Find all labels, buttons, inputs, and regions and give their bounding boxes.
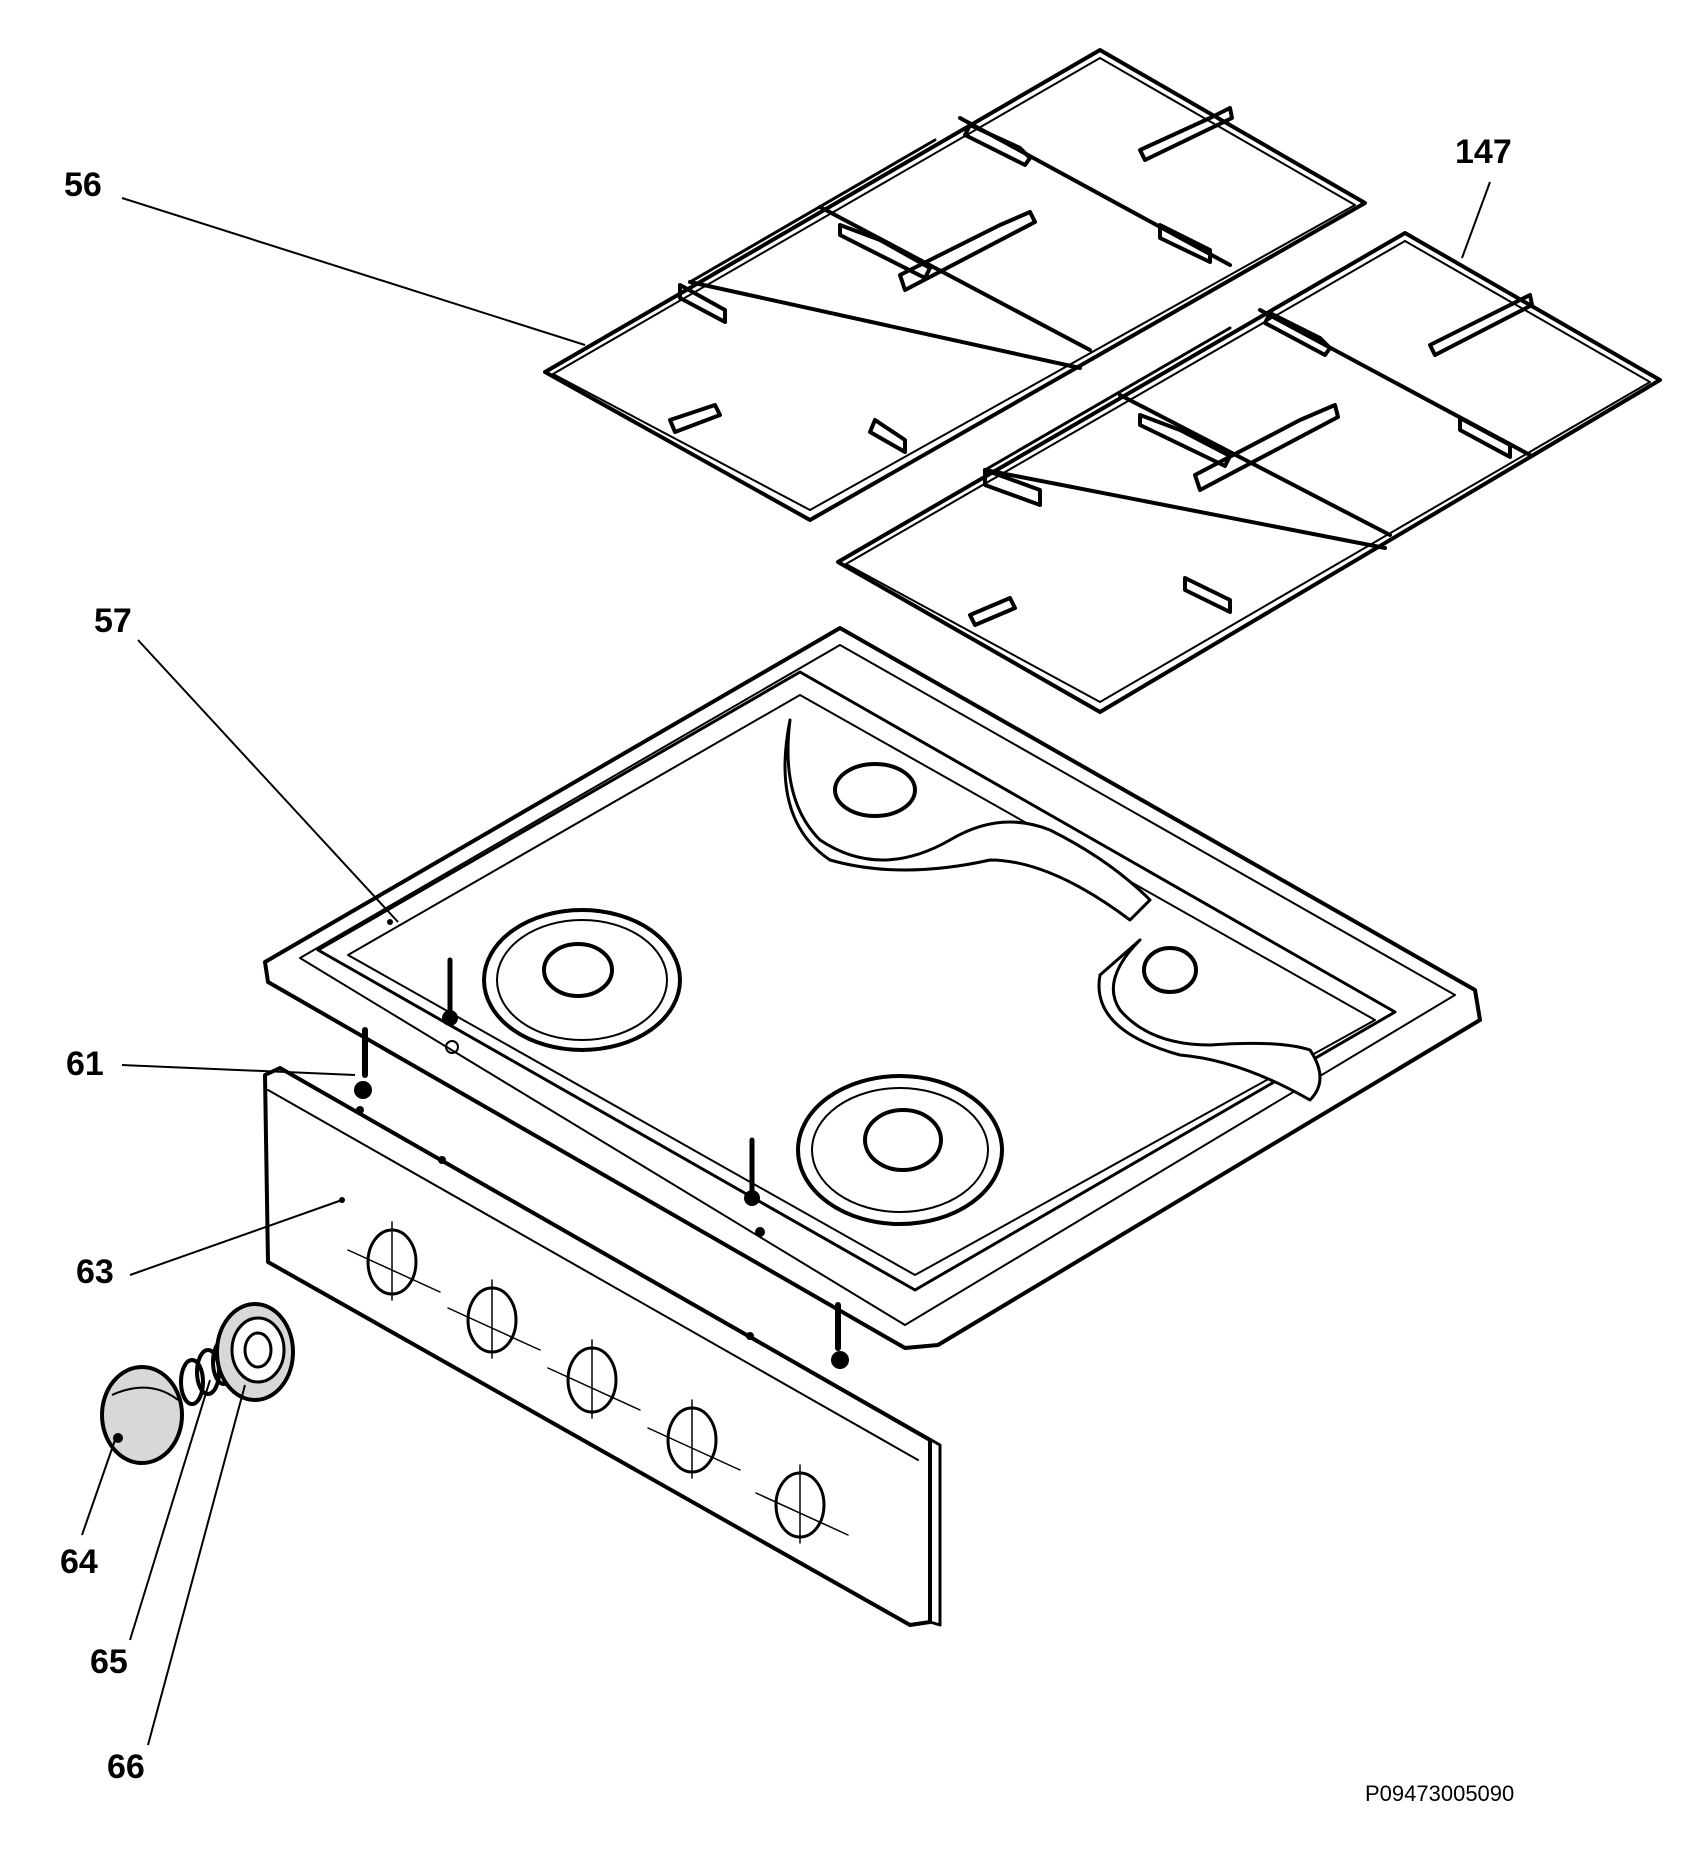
diagram-reference-code: P09473005090 [1365,1781,1515,1806]
leader-57 [137,639,399,923]
leader-56 [121,197,586,346]
label-part-57: 57 [94,602,132,640]
leader-66 [147,1384,246,1746]
leader-147 [1461,181,1491,259]
control-panel-63 [263,1066,942,1627]
screws-61 [354,1027,849,1369]
label-part-63: 63 [76,1253,114,1291]
knob-bezel-66 [215,1302,295,1402]
leader-64 [81,1439,116,1536]
leader-61 [121,1064,356,1076]
leader-65 [129,1379,211,1641]
leader-63 [129,1199,343,1276]
label-part-147: 147 [1455,133,1512,171]
control-knob-64 [100,1365,184,1465]
label-part-56: 56 [64,166,102,204]
pan-support-147 [836,231,1662,714]
leader-lines [81,181,1491,1746]
label-part-61: 61 [66,1045,104,1083]
label-part-64: 64 [60,1543,98,1581]
label-part-65: 65 [90,1643,128,1681]
hob-top-57 [263,626,1482,1350]
pan-support-56 [543,48,1367,522]
label-part-66: 66 [107,1748,145,1786]
